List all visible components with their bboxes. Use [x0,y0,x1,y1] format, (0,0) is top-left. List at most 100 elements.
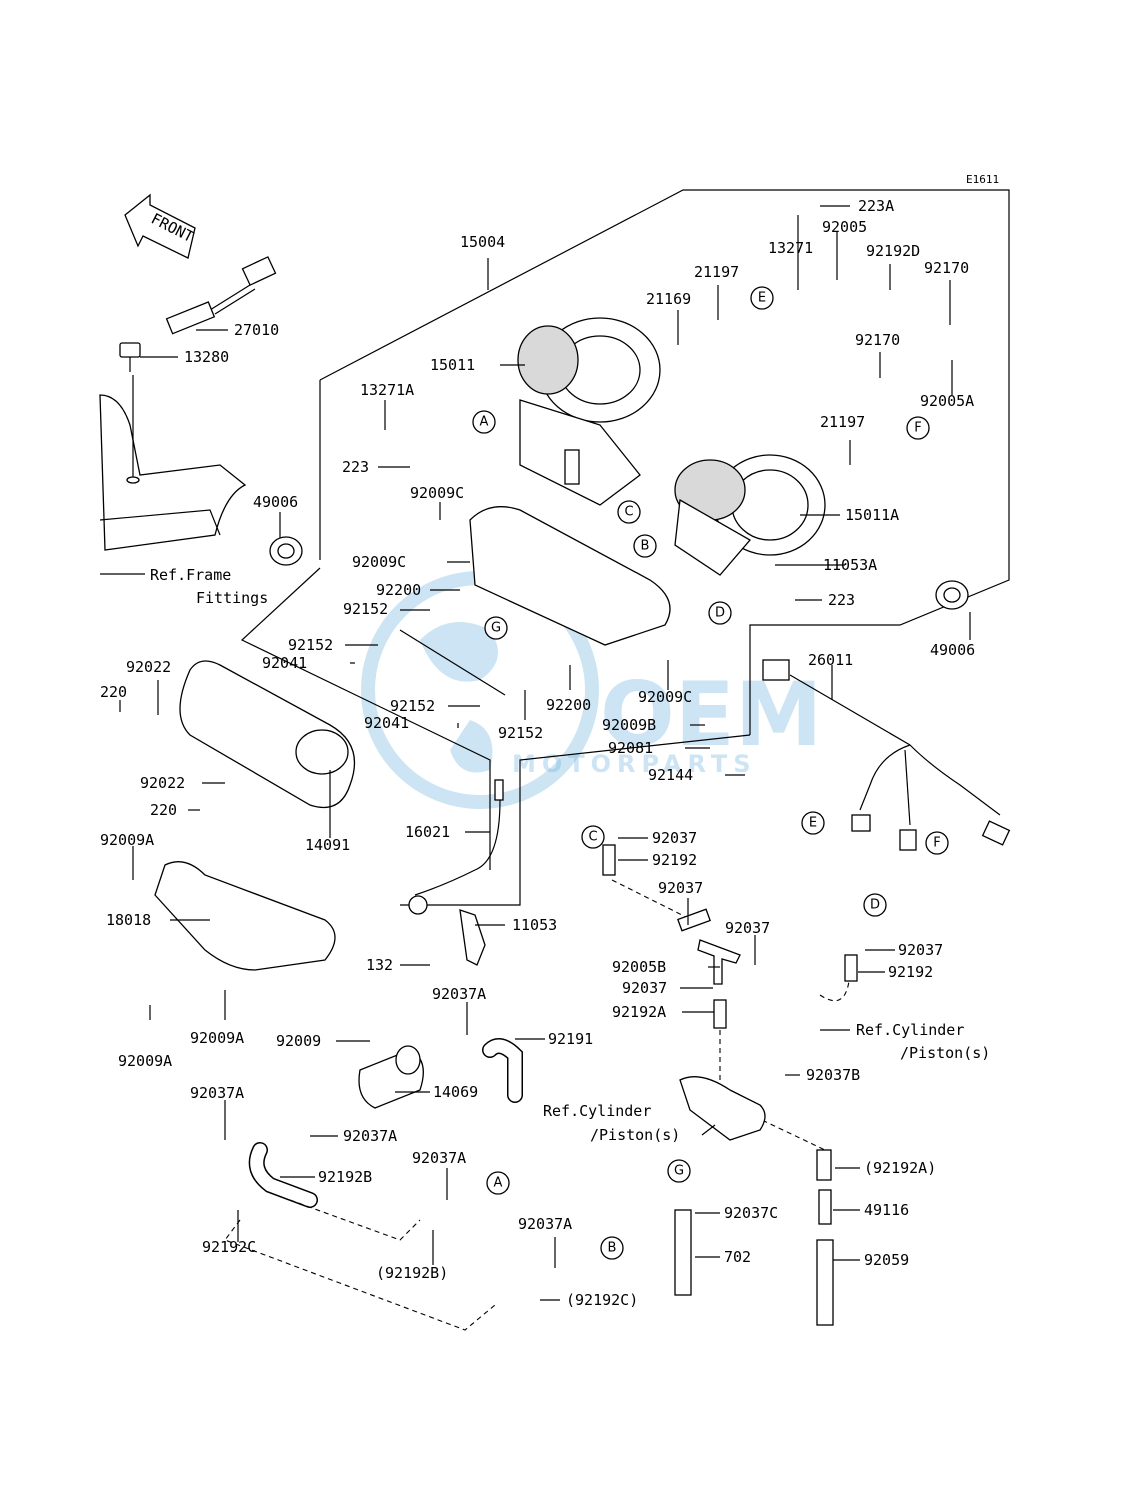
part-label: 15004 [460,233,505,251]
part-label: 92200 [376,581,421,599]
part-label: 92037A [412,1149,466,1167]
part-label: 92037C [724,1204,778,1222]
part-label: 49006 [253,493,298,511]
svg-text:A: A [480,415,489,430]
part-label: 92192D [866,242,920,260]
fitting-49116 [818,1189,832,1225]
connector-marker: D [708,601,732,625]
hose-route-92192 [611,879,693,921]
hose-92192C [195,1153,267,1222]
part-label: 18018 [106,911,151,929]
connector-marker: B [600,1236,624,1260]
bushing-49006-left [269,536,303,566]
bushing-49006-right [935,580,969,610]
part-label: 15011 [430,356,475,374]
part-label: 92144 [648,766,693,784]
part-label: 132 [366,956,393,974]
hose-92192B [248,1142,318,1208]
throttle-cable-16021 [408,779,504,915]
part-label: 21197 [820,413,865,431]
reference-label: /Piston(s) [900,1044,990,1062]
cover-18018 [154,861,336,971]
part-label: 92037B [806,1066,860,1084]
part-label: 16021 [405,823,450,841]
part-label: 92192 [652,851,697,869]
part-label: 92009C [410,484,464,502]
part-label: 92037 [652,829,697,847]
part-label: 92170 [924,259,969,277]
cover-14091 [179,660,356,809]
connector-marker: G [667,1159,691,1183]
tube-92059 [816,1239,834,1326]
part-label: 92009A [100,831,154,849]
wiring-harness-26011 [762,659,1011,851]
part-label: (92192A) [864,1159,936,1177]
connector-marker: B [633,534,657,558]
svg-text:B: B [641,539,650,554]
part-label: 702 [724,1248,751,1266]
part-label: 92041 [262,654,307,672]
svg-text:E: E [758,291,766,306]
connector-marker: E [801,811,825,835]
part-label: 92152 [288,636,333,654]
connector-marker: F [925,831,949,855]
part-label: 92005B [612,958,666,976]
part-label: 223 [828,591,855,609]
svg-text:B: B [608,1241,617,1256]
fuel-pump-14069 [358,1045,424,1109]
cylinder-ref-shape [679,1076,766,1141]
part-label: 92152 [343,600,388,618]
part-label: 26011 [808,651,853,669]
connector-marker: C [581,825,605,849]
carburetor-15011 [517,317,661,506]
connector-marker: E [750,286,774,310]
ignition-harness-27010 [119,256,277,372]
svg-text:G: G [491,621,501,636]
part-label: 92009B [602,716,656,734]
part-label: 220 [150,801,177,819]
hose-route-92192A [719,1030,826,1151]
part-label: 92009A [118,1052,172,1070]
reference-label: Ref.Frame [150,566,231,584]
part-label: 92009C [638,688,692,706]
carburetor-15011A [674,454,826,576]
connector-marker: F [906,416,930,440]
leader-lines [100,205,971,1301]
svg-text:E: E [809,816,817,831]
tube-92192A [713,999,727,1029]
part-label: 14091 [305,836,350,854]
part-label: 92152 [390,697,435,715]
svg-text:G: G [674,1164,684,1179]
part-label: 92022 [140,774,185,792]
part-label: 92170 [855,331,900,349]
connector-marker: C [617,500,641,524]
part-label: 92192 [888,963,933,981]
tube-702 [674,1209,692,1296]
part-label: 92009 [276,1032,321,1050]
part-label: 92037A [190,1084,244,1102]
connector-marker: A [472,410,496,434]
part-label: 92081 [608,739,653,757]
part-label: 92037A [432,985,486,1003]
svg-text:A: A [494,1176,503,1191]
part-label: 13271 [768,239,813,257]
air-duct-bracket [399,506,671,696]
part-label: 92192C [202,1238,256,1256]
tee-92005B [697,939,741,985]
part-label: 92005A [920,392,974,410]
frame-fitting-shape [99,375,247,551]
reference-label: /Piston(s) [590,1126,680,1144]
part-label: 21197 [694,263,739,281]
connector-marker: G [484,616,508,640]
connector-marker: D [863,893,887,917]
part-label: 92192A [612,1003,666,1021]
part-label: 92005 [822,218,867,236]
part-label: 15011A [845,506,899,524]
part-label: (92192C) [566,1291,638,1309]
part-label: 223 [342,458,369,476]
part-label: 92059 [864,1251,909,1269]
part-label: 49116 [864,1201,909,1219]
reference-label: Fittings [196,589,268,607]
part-label: 92009C [352,553,406,571]
